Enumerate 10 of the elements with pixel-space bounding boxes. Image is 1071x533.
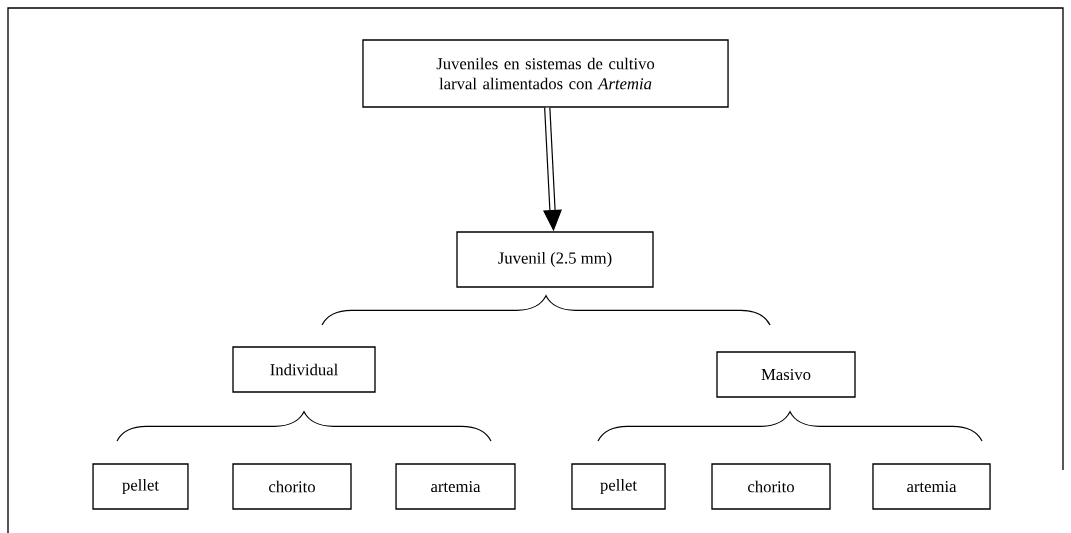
text-box: Juvenil (2.5 mm) [456,231,654,288]
text-box: artemia [872,463,991,510]
text-box: chorito [711,463,831,510]
text-box: Juveniles en sistemas de cultivo larval alimentados con Artemia [362,39,729,108]
text-box: pellet [92,463,189,510]
text-box: pellet [571,463,666,510]
text-box: chorito [232,463,352,510]
text-box: artemia [395,463,516,510]
text-box: Individual [232,346,376,393]
text-box: Masivo [716,351,856,398]
